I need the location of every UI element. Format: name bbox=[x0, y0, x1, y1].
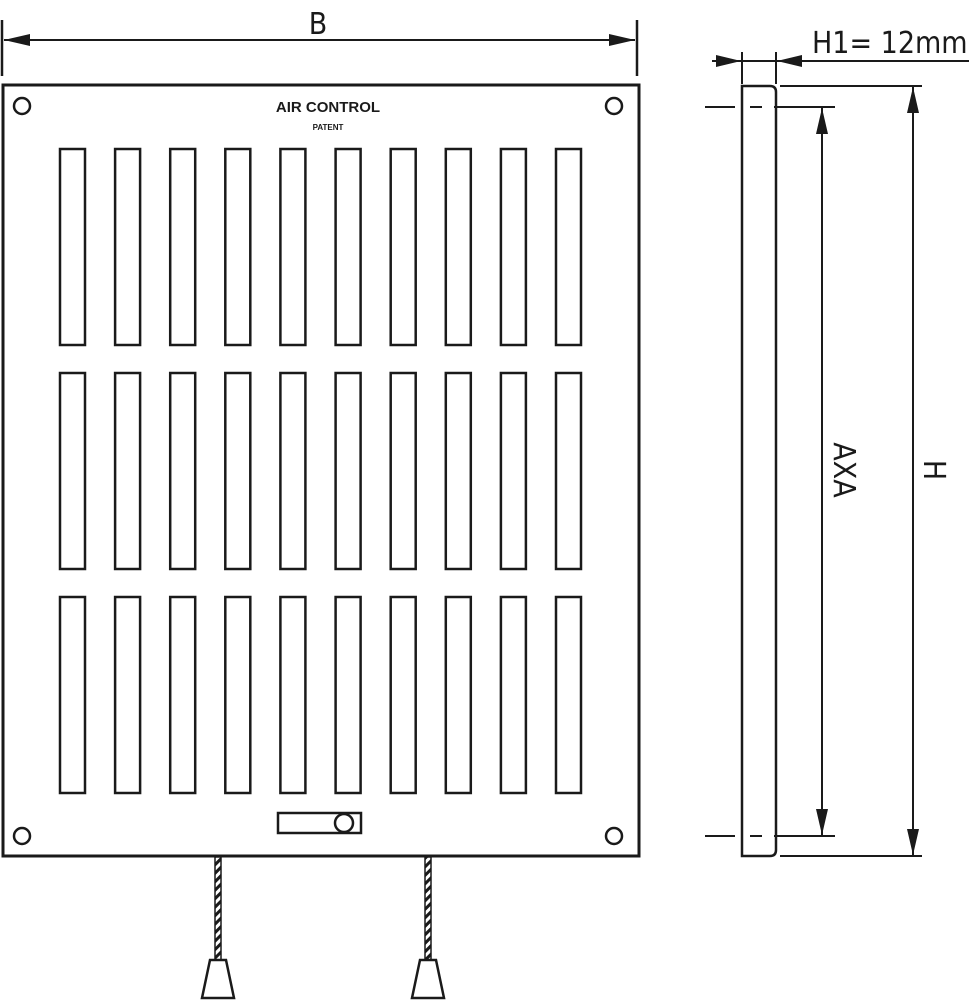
slider-knob-icon bbox=[333, 812, 355, 834]
vent-slot bbox=[444, 371, 473, 571]
vent-slot bbox=[444, 147, 473, 347]
vent-slot bbox=[334, 595, 362, 795]
vent-slot bbox=[168, 147, 197, 347]
vent-slot bbox=[554, 147, 583, 347]
vent-slot bbox=[113, 595, 142, 795]
vent-slot bbox=[224, 595, 252, 795]
depth-label: H1= 12mm bbox=[812, 26, 968, 61]
height-label: H bbox=[916, 460, 951, 480]
vent-slot bbox=[58, 147, 87, 347]
vent-slot bbox=[389, 371, 417, 571]
vent-slot bbox=[224, 147, 252, 347]
vent-slot bbox=[58, 371, 87, 571]
vent-slot bbox=[113, 371, 142, 571]
screw-hole-icon bbox=[12, 96, 32, 116]
vent-slot bbox=[334, 147, 362, 347]
width-label: B bbox=[309, 7, 328, 42]
brand-title: AIR CONTROL bbox=[276, 99, 380, 116]
vent-slot bbox=[554, 371, 583, 571]
vent-slot bbox=[168, 595, 197, 795]
cord-weight-icon bbox=[410, 958, 446, 1000]
vent-slot bbox=[279, 595, 307, 795]
vent-slot bbox=[499, 147, 528, 347]
vent-slot bbox=[499, 371, 528, 571]
slider-control bbox=[276, 811, 363, 835]
vent-slot bbox=[224, 371, 252, 571]
vent-slot bbox=[389, 147, 417, 347]
vent-slot bbox=[389, 595, 417, 795]
vent-slot bbox=[554, 595, 583, 795]
front-plate bbox=[1, 83, 641, 858]
vent-slot bbox=[58, 595, 87, 795]
vent-slot bbox=[499, 595, 528, 795]
screw-hole-icon bbox=[604, 826, 624, 846]
cord-weight-icon bbox=[200, 958, 236, 1000]
side-profile bbox=[740, 84, 778, 858]
inner-dimension bbox=[705, 106, 835, 837]
screw-holes bbox=[12, 96, 624, 846]
vent-slots bbox=[58, 147, 583, 795]
height-dimension bbox=[780, 85, 922, 857]
arrow-right-icon bbox=[609, 34, 635, 46]
screw-hole-icon bbox=[12, 826, 32, 846]
vent-slot bbox=[113, 147, 142, 347]
width-dimension bbox=[0, 20, 639, 76]
screw-hole-icon bbox=[604, 96, 624, 116]
pull-cords bbox=[200, 856, 446, 1000]
vent-slot bbox=[444, 595, 473, 795]
inner-label: AXA bbox=[826, 442, 861, 498]
vent-slot bbox=[279, 371, 307, 571]
depth-dimension bbox=[712, 52, 969, 84]
vent-slot bbox=[279, 147, 307, 347]
arrow-left-icon bbox=[4, 34, 30, 46]
vent-slot bbox=[334, 371, 362, 571]
brand-subtitle: PATENT bbox=[313, 123, 344, 132]
vent-slot bbox=[168, 371, 197, 571]
